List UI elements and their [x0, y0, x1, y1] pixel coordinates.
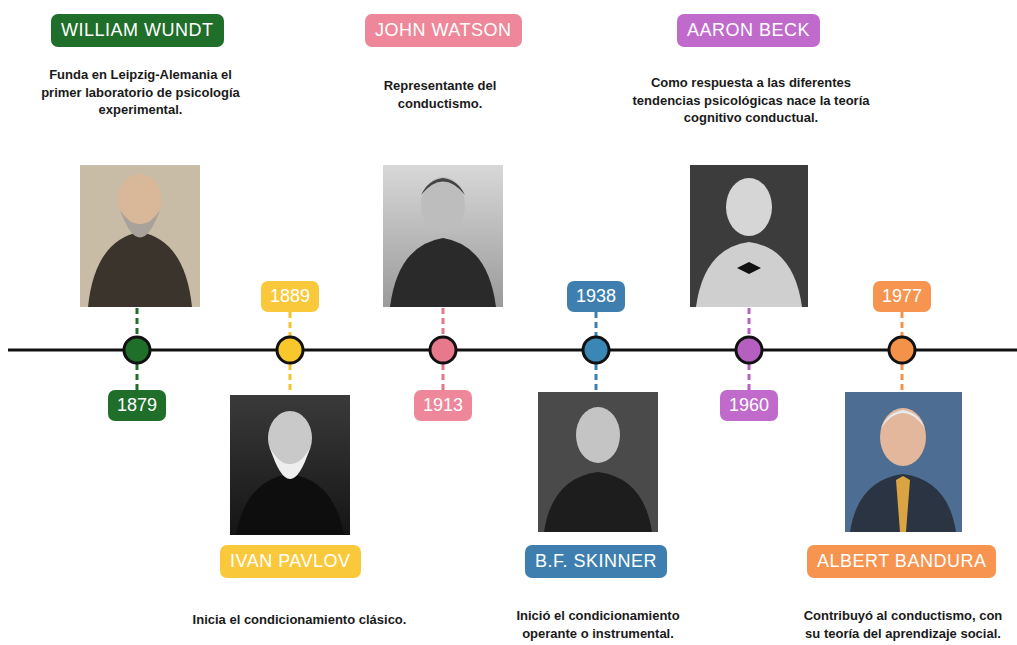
description-text: Contribuyó al conductismo, con su teoría… — [796, 607, 1010, 642]
description-text: Representante del conductismo. — [365, 77, 515, 112]
year-pill: 1889 — [261, 281, 319, 312]
stems — [137, 308, 902, 394]
timeline-axis — [8, 349, 1017, 352]
year-text: 1913 — [423, 395, 463, 416]
year-pill: 1960 — [720, 390, 778, 421]
portrait-watson — [383, 165, 503, 307]
year-text: 1889 — [270, 286, 310, 307]
portrait-pavlov — [230, 395, 350, 535]
year-text: 1938 — [576, 286, 616, 307]
name-text: WILLIAM WUNDT — [61, 20, 214, 41]
description-text: Inició el condicionamiento operante o in… — [493, 607, 703, 642]
year-pill: 1879 — [108, 390, 166, 421]
name-text: AARON BECK — [687, 20, 810, 41]
year-pill: 1977 — [873, 281, 931, 312]
description-text: Inicia el condicionamiento clásico. — [192, 611, 407, 629]
name-text: JOHN WATSON — [375, 20, 512, 41]
year-text: 1960 — [729, 395, 769, 416]
description-text: Funda en Leipzig-Alemania el primer labo… — [33, 66, 248, 119]
year-text: 1977 — [882, 286, 922, 307]
description-text: Como respuesta a las diferentes tendenci… — [626, 74, 876, 127]
year-pill: 1913 — [414, 390, 472, 421]
name-pill: JOHN WATSON — [365, 14, 522, 47]
name-text: ALBERT BANDURA — [817, 551, 986, 572]
portrait-skinner — [538, 392, 658, 532]
portrait-bandura — [845, 392, 962, 532]
timeline-dots — [124, 337, 915, 363]
year-text: 1879 — [117, 395, 157, 416]
name-pill: WILLIAM WUNDT — [51, 14, 224, 47]
portrait-wundt — [80, 165, 200, 307]
name-pill: ALBERT BANDURA — [807, 545, 996, 578]
name-text: B.F. SKINNER — [535, 551, 657, 572]
name-text: IVAN PAVLOV — [230, 551, 351, 572]
portrait-beck — [690, 165, 808, 307]
name-pill: IVAN PAVLOV — [220, 545, 361, 578]
year-pill: 1938 — [567, 281, 625, 312]
name-pill: AARON BECK — [677, 14, 820, 47]
name-pill: B.F. SKINNER — [525, 545, 667, 578]
